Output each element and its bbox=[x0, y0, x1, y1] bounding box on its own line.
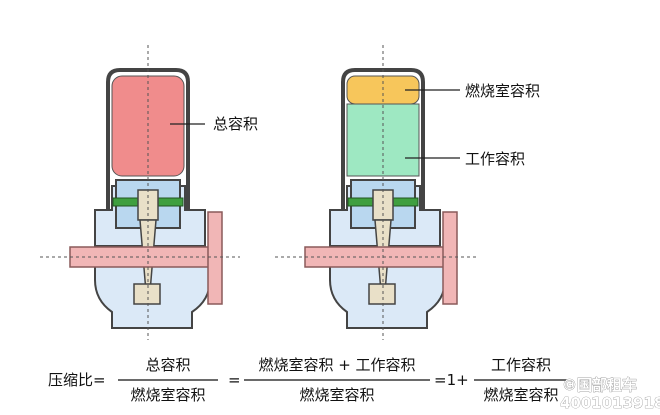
watermark-line1: ©国部租车 bbox=[562, 376, 637, 394]
formula-lhs: 压缩比= bbox=[48, 371, 106, 389]
combustion-volume-label: 燃烧室容积 bbox=[465, 82, 540, 100]
formula-equals-1: = bbox=[228, 371, 241, 389]
fraction1-denominator: 燃烧室容积 bbox=[130, 386, 205, 404]
watermark-line2: 4001013918 bbox=[560, 394, 660, 412]
right-engine: 燃烧室容积 工作容积 bbox=[275, 45, 540, 340]
fraction2-numerator: 燃烧室容积 + 工作容积 bbox=[258, 356, 415, 374]
working-volume-label: 工作容积 bbox=[465, 150, 525, 168]
watermark: ©国部租车 4001013918 bbox=[560, 376, 660, 413]
right-crank-pin bbox=[368, 283, 396, 305]
fraction2-denominator: 燃烧室容积 bbox=[299, 386, 374, 404]
right-flywheel bbox=[442, 211, 458, 305]
formula-equals-2: =1+ bbox=[434, 371, 469, 389]
fraction1-numerator: 总容积 bbox=[145, 356, 190, 374]
left-crank-pin bbox=[133, 283, 161, 305]
left-engine: 总容积 bbox=[40, 45, 258, 340]
total-volume-label: 总容积 bbox=[213, 115, 258, 133]
fraction3-numerator: 工作容积 bbox=[491, 356, 551, 374]
left-flywheel bbox=[207, 211, 223, 305]
fraction3-denominator: 燃烧室容积 bbox=[483, 386, 558, 404]
right-working-volume bbox=[346, 103, 420, 177]
compression-ratio-formula: 压缩比= 总容积 燃烧室容积 = 燃烧室容积 + 工作容积 燃烧室容积 =1+ … bbox=[48, 356, 568, 404]
